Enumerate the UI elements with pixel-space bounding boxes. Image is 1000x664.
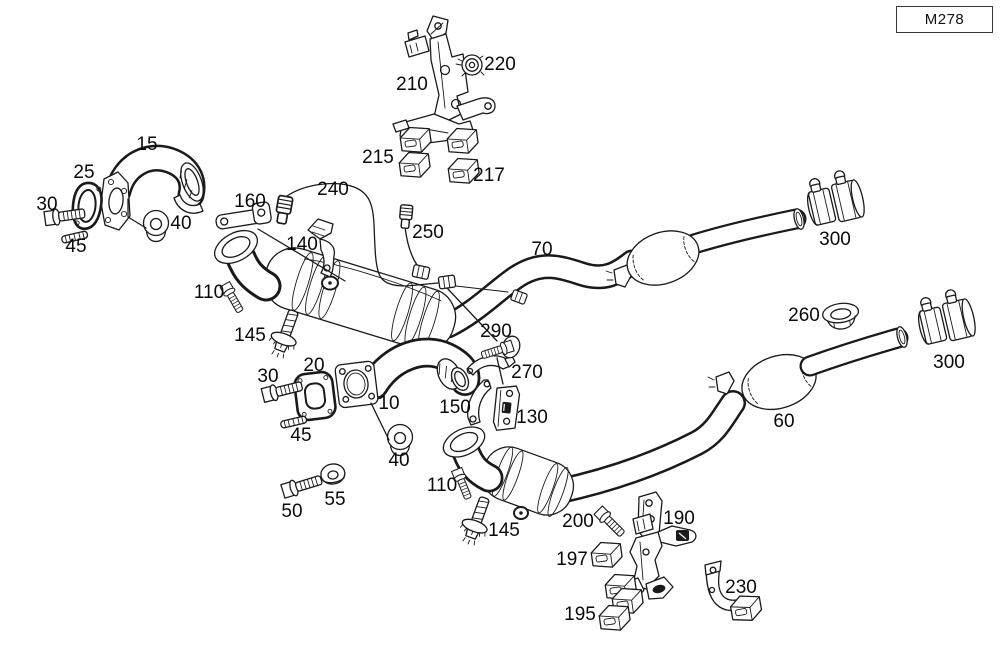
- part-catalytic-converter-lower: [442, 426, 575, 520]
- callout-290[interactable]: 290: [480, 321, 512, 342]
- part-strap-270: [466, 355, 516, 376]
- part-bracket-130: [492, 385, 521, 431]
- part-mount-195: [597, 602, 632, 634]
- callout-260[interactable]: 260: [788, 305, 820, 326]
- part-washer-55: [320, 463, 346, 485]
- part-mount-197: [589, 539, 624, 571]
- callout-250[interactable]: 250: [412, 222, 444, 243]
- part-elbow-pipe-10: [334, 337, 481, 409]
- callout-220[interactable]: 220: [484, 54, 516, 75]
- callout-210[interactable]: 210: [396, 74, 428, 95]
- callout-300-upper[interactable]: 300: [819, 229, 851, 250]
- callout-45-upper[interactable]: 45: [65, 236, 86, 257]
- callout-30-upper[interactable]: 30: [36, 194, 57, 215]
- callout-70[interactable]: 70: [531, 239, 552, 260]
- part-grommet-40-upper: [142, 209, 170, 243]
- callout-197[interactable]: 197: [556, 549, 588, 570]
- part-oxygen-sensor-250: [398, 203, 431, 281]
- part-gasket-20: [293, 370, 337, 422]
- part-bracket-160: [215, 201, 272, 230]
- callout-240[interactable]: 240: [317, 179, 349, 200]
- leader-lines: [127, 198, 504, 441]
- part-front-pipe-70: [435, 208, 807, 339]
- part-bracket-190: [615, 491, 697, 604]
- part-elbow-pipe-15: [100, 144, 206, 231]
- callout-55[interactable]: 55: [324, 489, 345, 510]
- part-rear-pipe-60: [547, 326, 909, 504]
- part-bolt-290: [479, 335, 521, 362]
- callout-40-lower[interactable]: 40: [388, 450, 409, 471]
- callout-110-lower[interactable]: 110: [427, 475, 457, 496]
- part-gasket-25: [71, 181, 103, 231]
- callout-217[interactable]: 217: [473, 165, 505, 186]
- callout-50[interactable]: 50: [281, 501, 302, 522]
- callout-20[interactable]: 20: [303, 355, 324, 376]
- callout-45-lower[interactable]: 45: [290, 425, 311, 446]
- part-nut-220: [455, 54, 485, 77]
- callout-230[interactable]: 230: [725, 577, 757, 598]
- callout-150[interactable]: 150: [439, 397, 471, 418]
- callout-25[interactable]: 25: [73, 162, 94, 183]
- callout-140[interactable]: 140: [286, 234, 318, 255]
- part-oxygen-sensor-harness-240: [273, 182, 529, 306]
- part-clamp-300-lower: [912, 285, 979, 348]
- callout-145-lower[interactable]: 145: [488, 520, 520, 541]
- callout-270[interactable]: 270: [511, 362, 543, 383]
- part-grommet-260: [822, 302, 860, 330]
- engine-code-box: M278: [896, 6, 993, 33]
- part-bolt-50: [279, 471, 325, 500]
- callout-200[interactable]: 200: [562, 511, 594, 532]
- callout-300-lower[interactable]: 300: [933, 352, 965, 373]
- part-bracket-150: [467, 379, 492, 426]
- callout-160[interactable]: 160: [234, 191, 266, 212]
- part-bolt-200: [592, 504, 628, 540]
- callout-130[interactable]: 130: [516, 407, 548, 428]
- callout-60[interactable]: 60: [773, 411, 794, 432]
- callouts: 210 220 215 217 15 25 30 45 40 160 240 1…: [36, 54, 964, 625]
- part-clamp-300-upper: [801, 166, 868, 229]
- callout-15[interactable]: 15: [136, 134, 157, 155]
- callout-195[interactable]: 195: [564, 604, 596, 625]
- callout-30-lower[interactable]: 30: [257, 366, 278, 387]
- callout-215[interactable]: 215: [362, 147, 394, 168]
- callout-10[interactable]: 10: [378, 393, 399, 414]
- callout-40-upper[interactable]: 40: [170, 213, 191, 234]
- engine-code-label: M278: [924, 11, 965, 28]
- part-bracket-230: [704, 560, 764, 625]
- callout-145-upper[interactable]: 145: [234, 325, 266, 346]
- part-bolt-145-upper: [264, 305, 307, 363]
- callout-190[interactable]: 190: [663, 508, 695, 529]
- part-catalytic-converter-upper: [214, 229, 457, 351]
- callout-110-upper[interactable]: 110: [194, 282, 224, 303]
